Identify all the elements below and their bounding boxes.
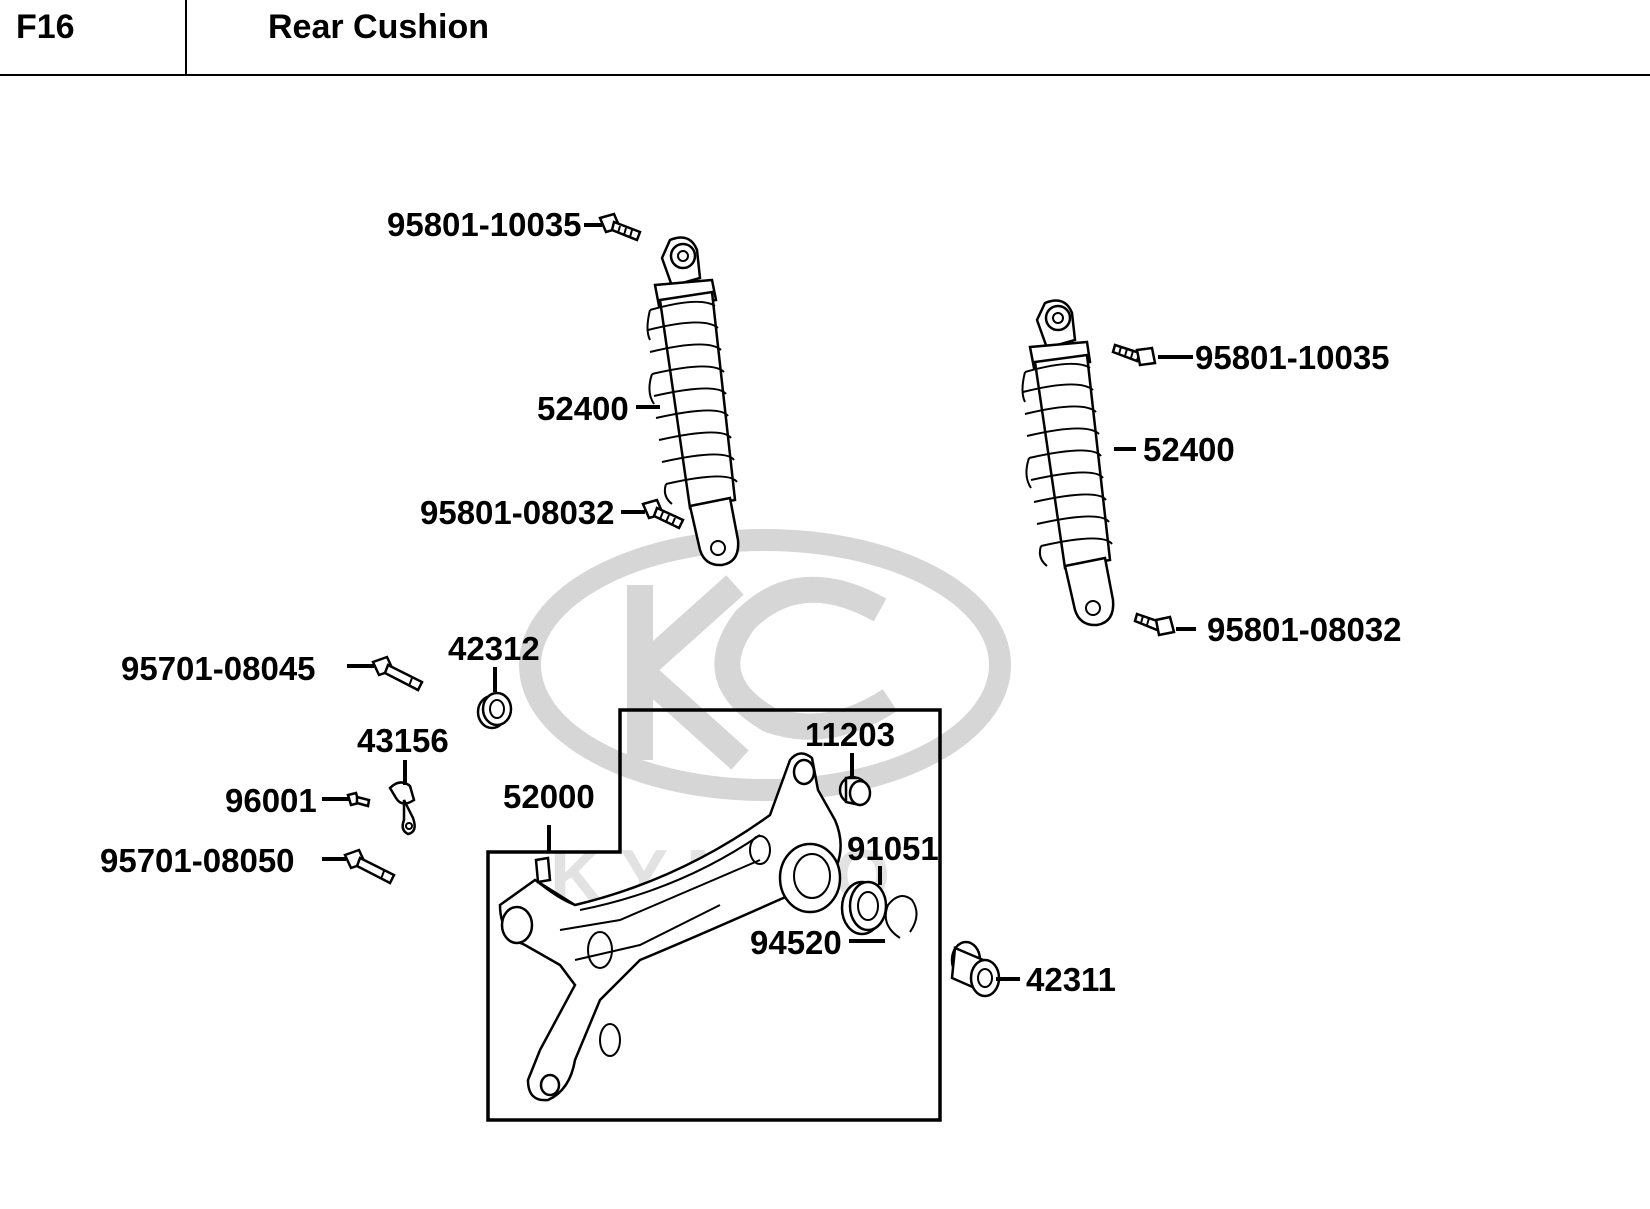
part-number-label: 52400 bbox=[1143, 431, 1235, 468]
part-number-label: 95801-10035 bbox=[387, 206, 582, 243]
bolt-icon-top-left[interactable] bbox=[598, 212, 642, 242]
part-number-label: 52400 bbox=[537, 390, 629, 427]
collar-icon-42311[interactable] bbox=[950, 940, 1001, 998]
part-number-label: 43156 bbox=[357, 722, 449, 759]
page-header: F16 Rear Cushion bbox=[0, 0, 1650, 76]
section-code: F16 bbox=[16, 8, 75, 46]
section-code-cell: F16 bbox=[0, 0, 187, 76]
screw-icon-96001[interactable] bbox=[346, 791, 371, 808]
collar-icon-11203[interactable] bbox=[838, 775, 872, 807]
swing-arm-icon[interactable] bbox=[498, 752, 842, 1102]
part-number-label: 95801-08032 bbox=[1207, 611, 1402, 648]
part-number-label: 42312 bbox=[448, 630, 540, 667]
leader-lines bbox=[322, 223, 1196, 981]
part-number-label: 94520 bbox=[750, 924, 842, 961]
part-number-label: 96001 bbox=[225, 782, 317, 819]
bolt-icon-mid-left[interactable] bbox=[641, 498, 685, 530]
collar-icon-42312[interactable] bbox=[476, 691, 513, 730]
page-title: Rear Cushion bbox=[268, 8, 490, 46]
shock-absorber-right[interactable] bbox=[1021, 299, 1115, 627]
long-bolt-icon-upper[interactable] bbox=[371, 655, 424, 692]
circlip-icon-94520[interactable] bbox=[884, 895, 918, 939]
part-number-label: 52000 bbox=[503, 778, 595, 815]
part-number-label: 95701-08050 bbox=[100, 842, 295, 879]
long-bolt-icon-lower[interactable] bbox=[343, 848, 396, 885]
bolt-icon-bottom-right[interactable] bbox=[1133, 612, 1176, 637]
part-number-label: 95801-08032 bbox=[420, 494, 615, 531]
part-number-label: 42311 bbox=[1026, 961, 1116, 998]
bearing-icon-91051[interactable] bbox=[840, 880, 888, 936]
part-number-label: 95701-08045 bbox=[121, 650, 316, 687]
swing-arm-group-frame bbox=[486, 708, 942, 1122]
bolt-icon-top-right[interactable] bbox=[1111, 343, 1157, 367]
part-number-label: 11203 bbox=[805, 716, 895, 753]
part-number-label: 95801-10035 bbox=[1195, 339, 1390, 376]
clamp-icon-43156[interactable] bbox=[388, 781, 416, 836]
shock-absorber-left[interactable] bbox=[646, 236, 740, 567]
part-number-label: 91051 bbox=[847, 830, 939, 867]
